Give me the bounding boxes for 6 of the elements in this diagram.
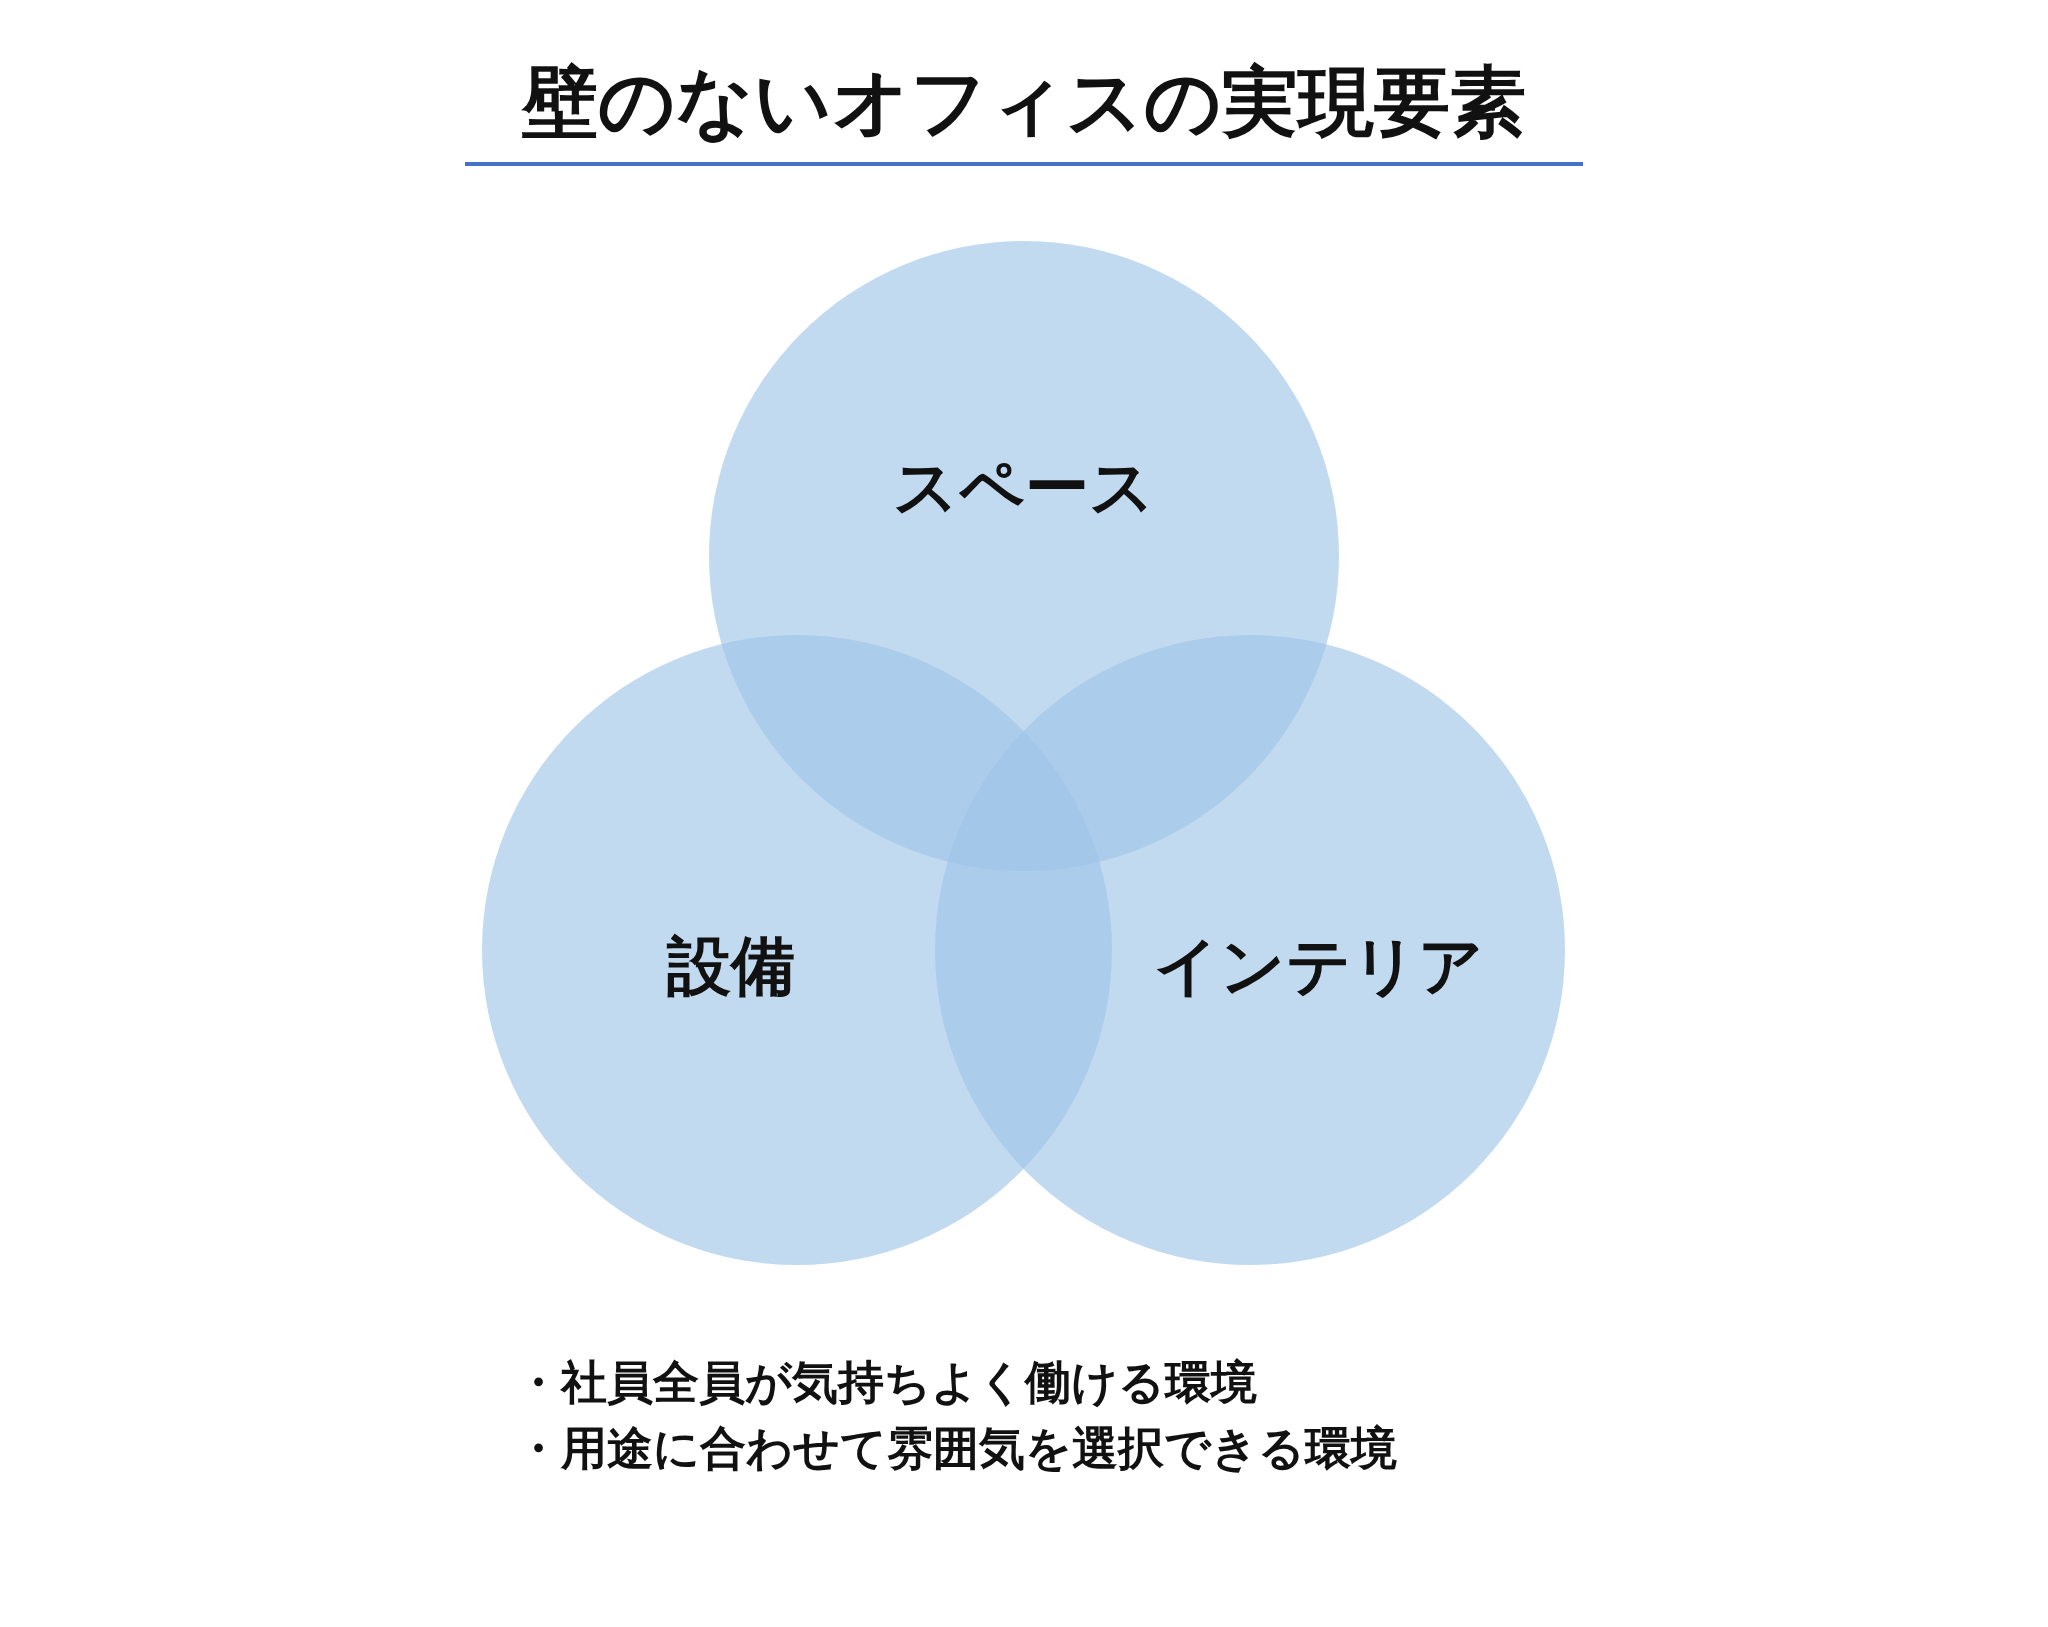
bullet-text: ・社員全員が気持ちよく働ける環境: [515, 1354, 1257, 1411]
bullet-text: ・用途に合わせて雰囲気を選択できる環境: [515, 1420, 1397, 1477]
diagram-title: 壁のないオフィスの実現要素: [520, 56, 1527, 148]
circle-label: インテリア: [1154, 927, 1484, 1005]
circle-label: スペース: [893, 448, 1155, 526]
circle-label: 設備: [667, 927, 795, 1005]
